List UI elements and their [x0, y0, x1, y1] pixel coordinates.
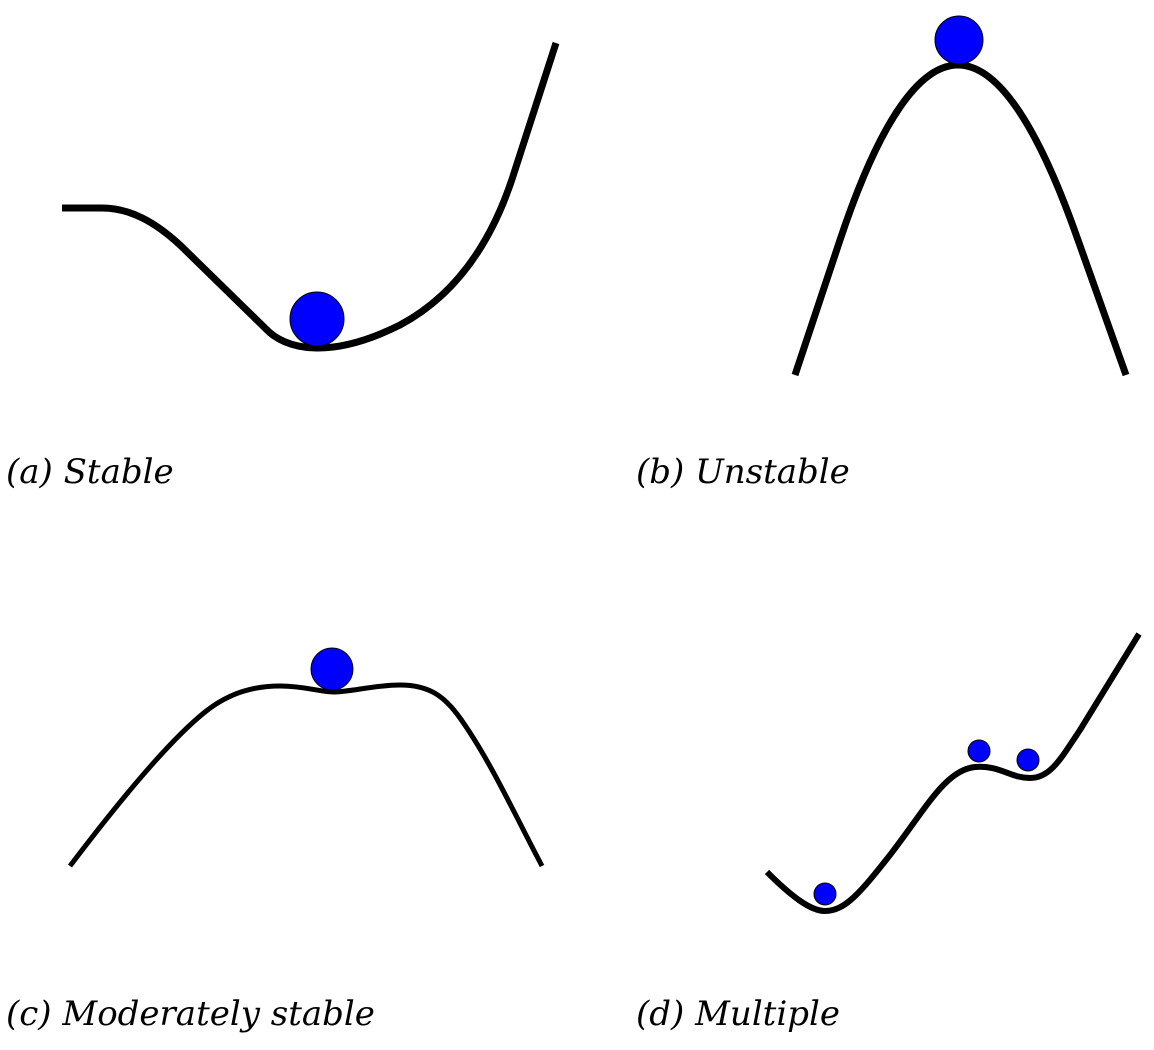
caption-b: (b) Unstable	[636, 452, 850, 492]
panel-b-unstable	[791, 15, 1130, 377]
ball	[934, 15, 984, 65]
ball	[967, 739, 991, 763]
ball	[813, 882, 837, 906]
caption-c: (c) Moderately stable	[6, 994, 375, 1034]
panel-c-moderately-stable	[68, 647, 545, 868]
panel-d-multiple	[764, 632, 1142, 914]
ball	[1016, 748, 1040, 772]
moderately-stable-potential-curve	[68, 682, 545, 868]
multiple-equilibria-potential-curve	[764, 632, 1142, 914]
stable-potential-curve	[62, 41, 560, 352]
caption-a: (a) Stable	[6, 452, 174, 492]
panel-a-stable	[62, 41, 560, 352]
unstable-potential-curve	[791, 61, 1130, 377]
caption-d: (d) Multiple	[636, 994, 840, 1034]
ball	[310, 647, 354, 691]
ball	[289, 291, 345, 347]
